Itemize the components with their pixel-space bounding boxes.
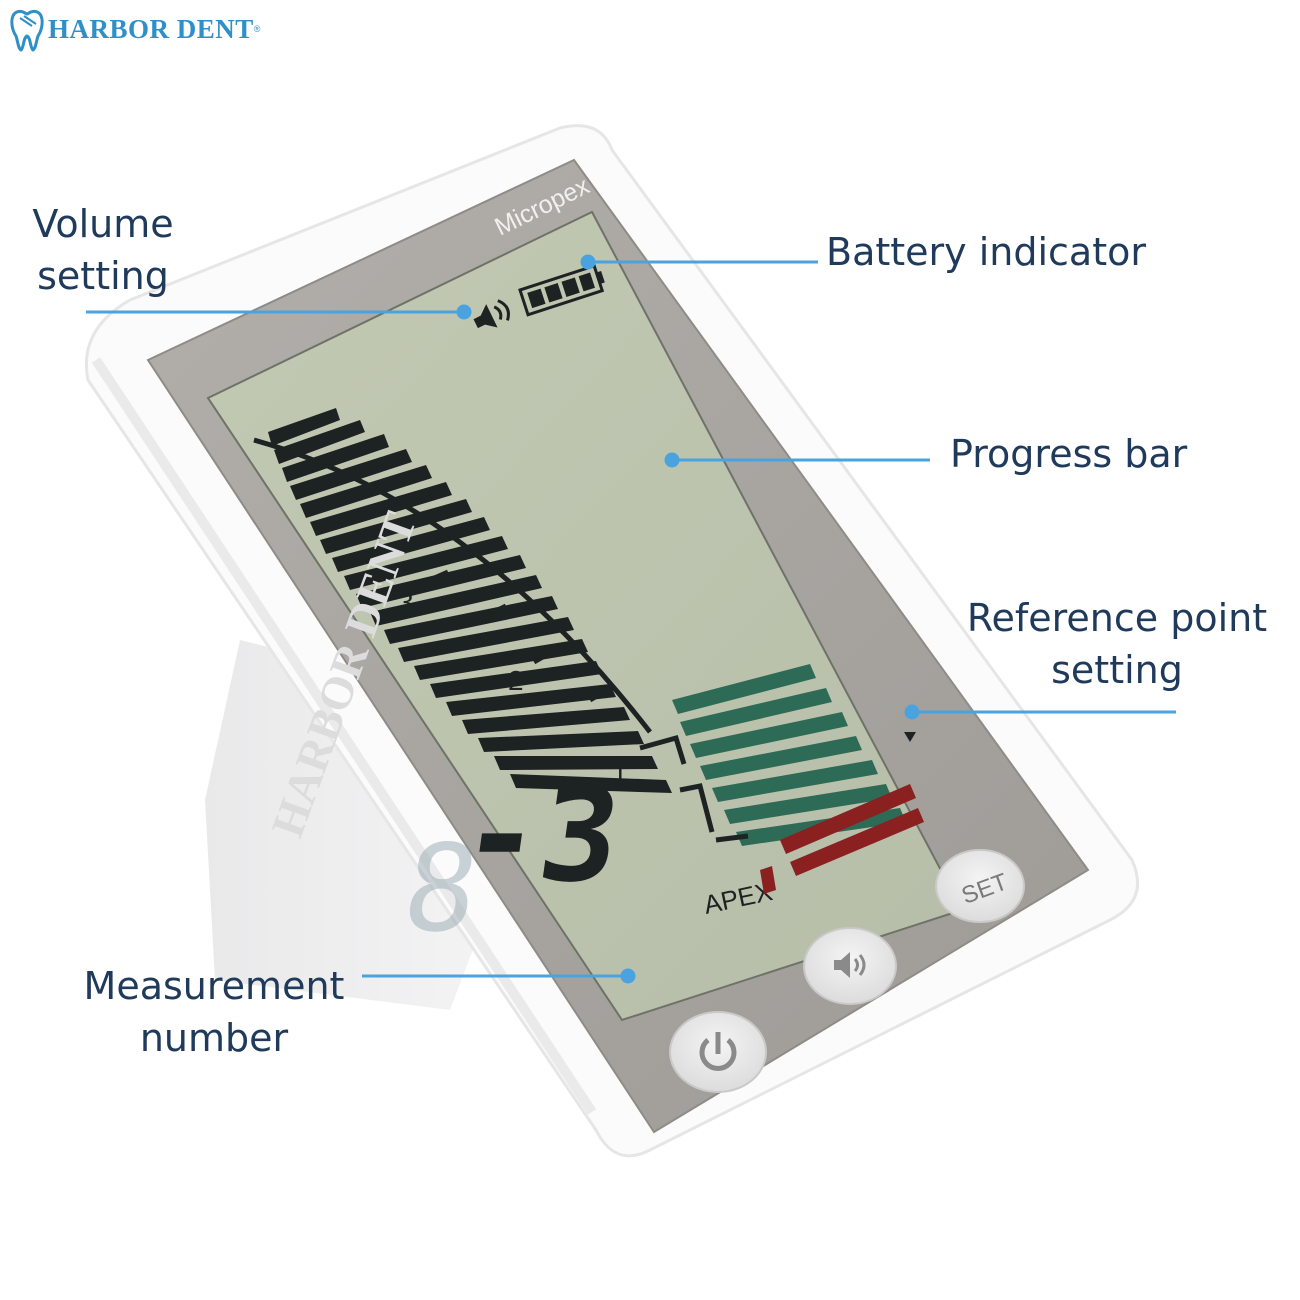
battery-icon <box>518 264 605 317</box>
callout-volume-line2: setting <box>37 254 169 298</box>
power-icon <box>699 1032 737 1071</box>
callout-reference-point: Reference point setting <box>950 592 1284 696</box>
callout-reference-line1: Reference point <box>966 596 1268 640</box>
callout-measurement-line1: Measurement <box>83 964 345 1008</box>
callout-volume-setting: Volume setting <box>18 198 188 302</box>
callout-measurement-number: Measurement number <box>66 960 362 1064</box>
brand-name: HARBOR DENT <box>48 13 254 44</box>
speaker-icon <box>834 952 866 978</box>
progress-bar-red <box>780 784 924 876</box>
scale-mark-3: 3 <box>398 587 414 618</box>
measurement-number: -3 <box>452 760 630 911</box>
scale-mark-1: 1 <box>612 757 628 788</box>
brand-logo: HARBOR DENT ® <box>8 6 260 52</box>
progress-bar <box>268 408 672 793</box>
set-button[interactable]: SET <box>935 849 1025 923</box>
callout-lines <box>86 254 1176 984</box>
volume-button[interactable] <box>803 927 897 1005</box>
callout-battery-indicator: Battery indicator <box>826 230 1146 274</box>
speaker-icon <box>473 299 510 329</box>
callout-volume-line1: Volume <box>32 202 174 246</box>
registered-mark: ® <box>253 24 261 34</box>
power-button[interactable] <box>669 1011 767 1093</box>
scale-ruler <box>253 437 749 843</box>
callout-progress-bar: Progress bar <box>950 432 1188 476</box>
callout-reference-line2: setting <box>1051 648 1183 692</box>
scale-mark-2: 2 <box>508 665 524 696</box>
reference-point-marker <box>904 732 916 742</box>
tooth-icon <box>10 9 44 52</box>
callout-measurement-line2: number <box>139 1016 289 1060</box>
